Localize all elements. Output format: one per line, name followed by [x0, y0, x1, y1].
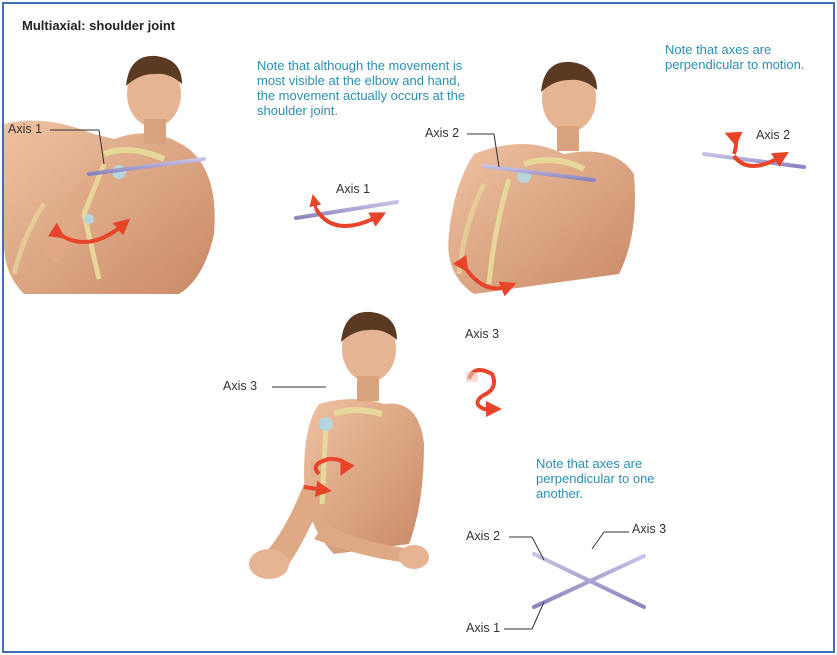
label-axis3-three-axes: Axis 3 — [632, 522, 667, 536]
figure-axis1-torso — [4, 55, 215, 295]
label-axis1-three-axes: Axis 1 — [466, 621, 501, 635]
label-axis3-isolated: Axis 3 — [465, 327, 500, 341]
label-axis2-isolated: Axis 2 — [756, 128, 791, 142]
note-movement-location: Note that although the movement is most … — [257, 58, 466, 118]
axis1-motion-arrow — [47, 218, 131, 244]
axis3-motion-arrow — [313, 456, 355, 477]
axis1-isolated-rod — [294, 200, 399, 220]
label-axis1-figure: Axis 1 — [8, 122, 43, 136]
anatomy-illustration — [4, 55, 806, 646]
axis1-rod — [87, 157, 206, 176]
figure-title: Multiaxial: shoulder joint — [22, 18, 176, 33]
axis2-rod — [482, 164, 596, 182]
figure-axis3-torso — [249, 311, 429, 579]
label-axis3-figure: Axis 3 — [223, 379, 258, 393]
three-axes-axis1-rod — [532, 554, 646, 609]
label-axis1-isolated: Axis 1 — [336, 182, 371, 196]
note-axes-perpendicular-motion: Note that axes are perpendicular to moti… — [665, 42, 805, 72]
axis1-isolated-arrow — [314, 207, 387, 228]
axis2-motion-arrow — [452, 254, 517, 297]
three-axes-diagram — [504, 520, 646, 646]
figure-axis2-torso — [448, 61, 635, 294]
label-axis2-three-axes: Axis 2 — [466, 529, 501, 543]
axis2-isolated-arrow — [724, 131, 743, 155]
label-axis2-figure: Axis 2 — [425, 126, 460, 140]
note-axes-perpendicular-one-another: Note that axes are perpendicular to one … — [536, 456, 655, 501]
